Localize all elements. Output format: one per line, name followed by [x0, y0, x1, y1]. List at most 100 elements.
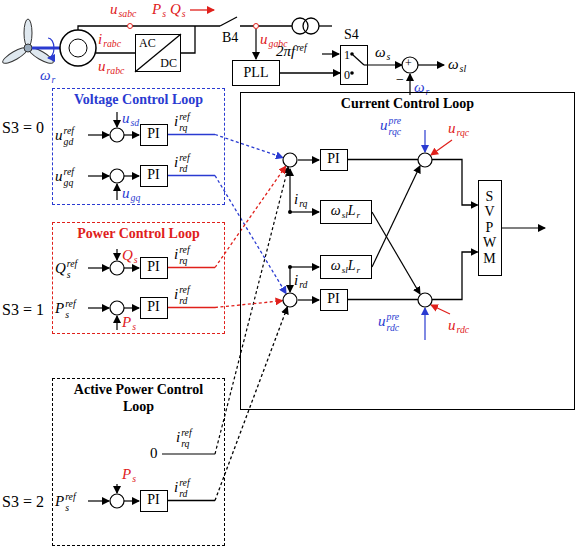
block-box: PI	[140, 124, 168, 146]
connector-segment	[168, 134, 216, 135]
sub-sup-stack: refs	[67, 259, 77, 279]
block-label: PI	[147, 259, 159, 274]
feedforward-arrow	[424, 308, 425, 340]
subscript: rd	[299, 279, 307, 290]
superscript: ref	[179, 478, 189, 488]
subscript: rq	[299, 198, 307, 209]
plain-text: −	[396, 72, 404, 87]
junction-dot	[288, 265, 292, 269]
signal-label: −	[396, 72, 404, 89]
block-text: ωslLr	[331, 258, 360, 275]
subscript: rq	[179, 256, 189, 266]
subscript: s	[132, 321, 136, 332]
signal-label: irefrd	[174, 285, 190, 306]
symbol-base: P	[122, 466, 131, 482]
feedforward-arrow	[424, 130, 425, 152]
symbol-base: u	[378, 313, 386, 329]
connector-segment	[215, 176, 286, 294]
shaft	[32, 47, 60, 50]
block-label: PI	[147, 126, 159, 141]
signal-label: irefrd	[174, 478, 190, 499]
connector-segment	[168, 175, 216, 176]
plain-text: S4	[344, 27, 359, 42]
symbol-base: P	[152, 1, 161, 17]
subscript: sabc	[119, 8, 137, 19]
block-text: PI	[327, 151, 339, 168]
control-wires	[88, 54, 545, 501]
superscript: ref	[179, 153, 189, 163]
signal-label: urqc	[448, 119, 469, 137]
control-loop-group: Current Control LoopPIωslLrωslLrPISVPWM	[240, 92, 575, 410]
signal-label: ωr	[414, 78, 429, 96]
symbol-base: P	[55, 493, 64, 509]
symbol-base: Q	[55, 260, 66, 276]
junction-dot	[288, 210, 292, 214]
symbol-base: u	[260, 31, 268, 47]
generator	[60, 30, 96, 66]
signal-label: urefgd	[55, 126, 74, 147]
signal-label: usabc	[110, 0, 136, 18]
subscript: rdc	[457, 324, 470, 335]
subscript: rqc	[457, 127, 470, 138]
subscript: rd	[179, 296, 189, 306]
symbol-base: L	[348, 258, 356, 273]
plain-text: 0	[150, 445, 158, 461]
subscript: gq	[64, 178, 74, 188]
sub-sup-stack: refrq	[181, 428, 191, 448]
subscript: rd	[179, 489, 189, 499]
symbol-base: ω	[40, 67, 51, 83]
subscript: rdc	[387, 323, 400, 333]
signal-label: irefrq	[176, 428, 192, 449]
sub-sup-stack: refgd	[64, 126, 74, 146]
subscript: s	[387, 51, 391, 62]
svpwm-block: SVPWM	[478, 180, 502, 276]
symbol-base: i	[176, 429, 180, 445]
sub-sup-stack: prerqc	[389, 116, 402, 136]
summing-junctions	[110, 57, 432, 508]
signal-label: 0	[150, 444, 158, 462]
signal-label: ωsl	[448, 55, 466, 73]
subscript: sd	[131, 117, 140, 128]
symbol-base: Q	[122, 247, 133, 263]
symbol-base: ω	[448, 56, 459, 72]
block-box: ACDC	[135, 34, 181, 72]
superscript: ref	[179, 112, 189, 122]
signal-label: Qrefs	[55, 259, 77, 280]
superscript: ref	[65, 299, 75, 309]
converter-label: DC	[160, 56, 177, 70]
symbol-base: u	[380, 117, 388, 133]
generator-rotor	[69, 39, 87, 57]
connector-segment	[348, 160, 478, 206]
plain-text: S3 = 0	[2, 119, 44, 136]
subscript: s	[134, 254, 138, 265]
subscript: rabc	[107, 65, 125, 76]
block-label: PI	[147, 299, 159, 314]
symbol-base: u	[448, 317, 456, 333]
plain-text: S3 = 2	[2, 493, 44, 510]
switch-position: 0	[344, 68, 350, 82]
symbol-base: u	[55, 127, 63, 143]
block-text: PI	[147, 299, 159, 316]
signal-label: S3 = 0	[2, 118, 44, 137]
plain-text: S3 = 1	[2, 301, 44, 318]
signal-label: 2πfref	[276, 42, 307, 60]
sub-sup-stack: refrq	[179, 112, 189, 132]
power-wires	[78, 17, 332, 72]
symbol-base: i	[174, 246, 178, 262]
signal-label: ωr	[40, 66, 55, 84]
group-title: Voltage Control Loop	[53, 89, 224, 110]
subscript: s	[132, 473, 136, 484]
symbol-base: ω	[331, 203, 341, 218]
subscript: s	[65, 503, 75, 513]
block-text: PI	[327, 291, 339, 308]
block-text: PLL	[244, 65, 269, 82]
group-title: Active Power Control Loop	[53, 379, 224, 417]
symbol-base: Q	[170, 1, 181, 17]
signal-connector	[280, 73, 340, 74]
block-box: 10	[340, 45, 368, 85]
signal-label: Qs	[122, 246, 138, 264]
block-box: PI	[140, 490, 168, 512]
block-box: PI	[320, 289, 348, 311]
subscript: rabc	[103, 38, 121, 49]
